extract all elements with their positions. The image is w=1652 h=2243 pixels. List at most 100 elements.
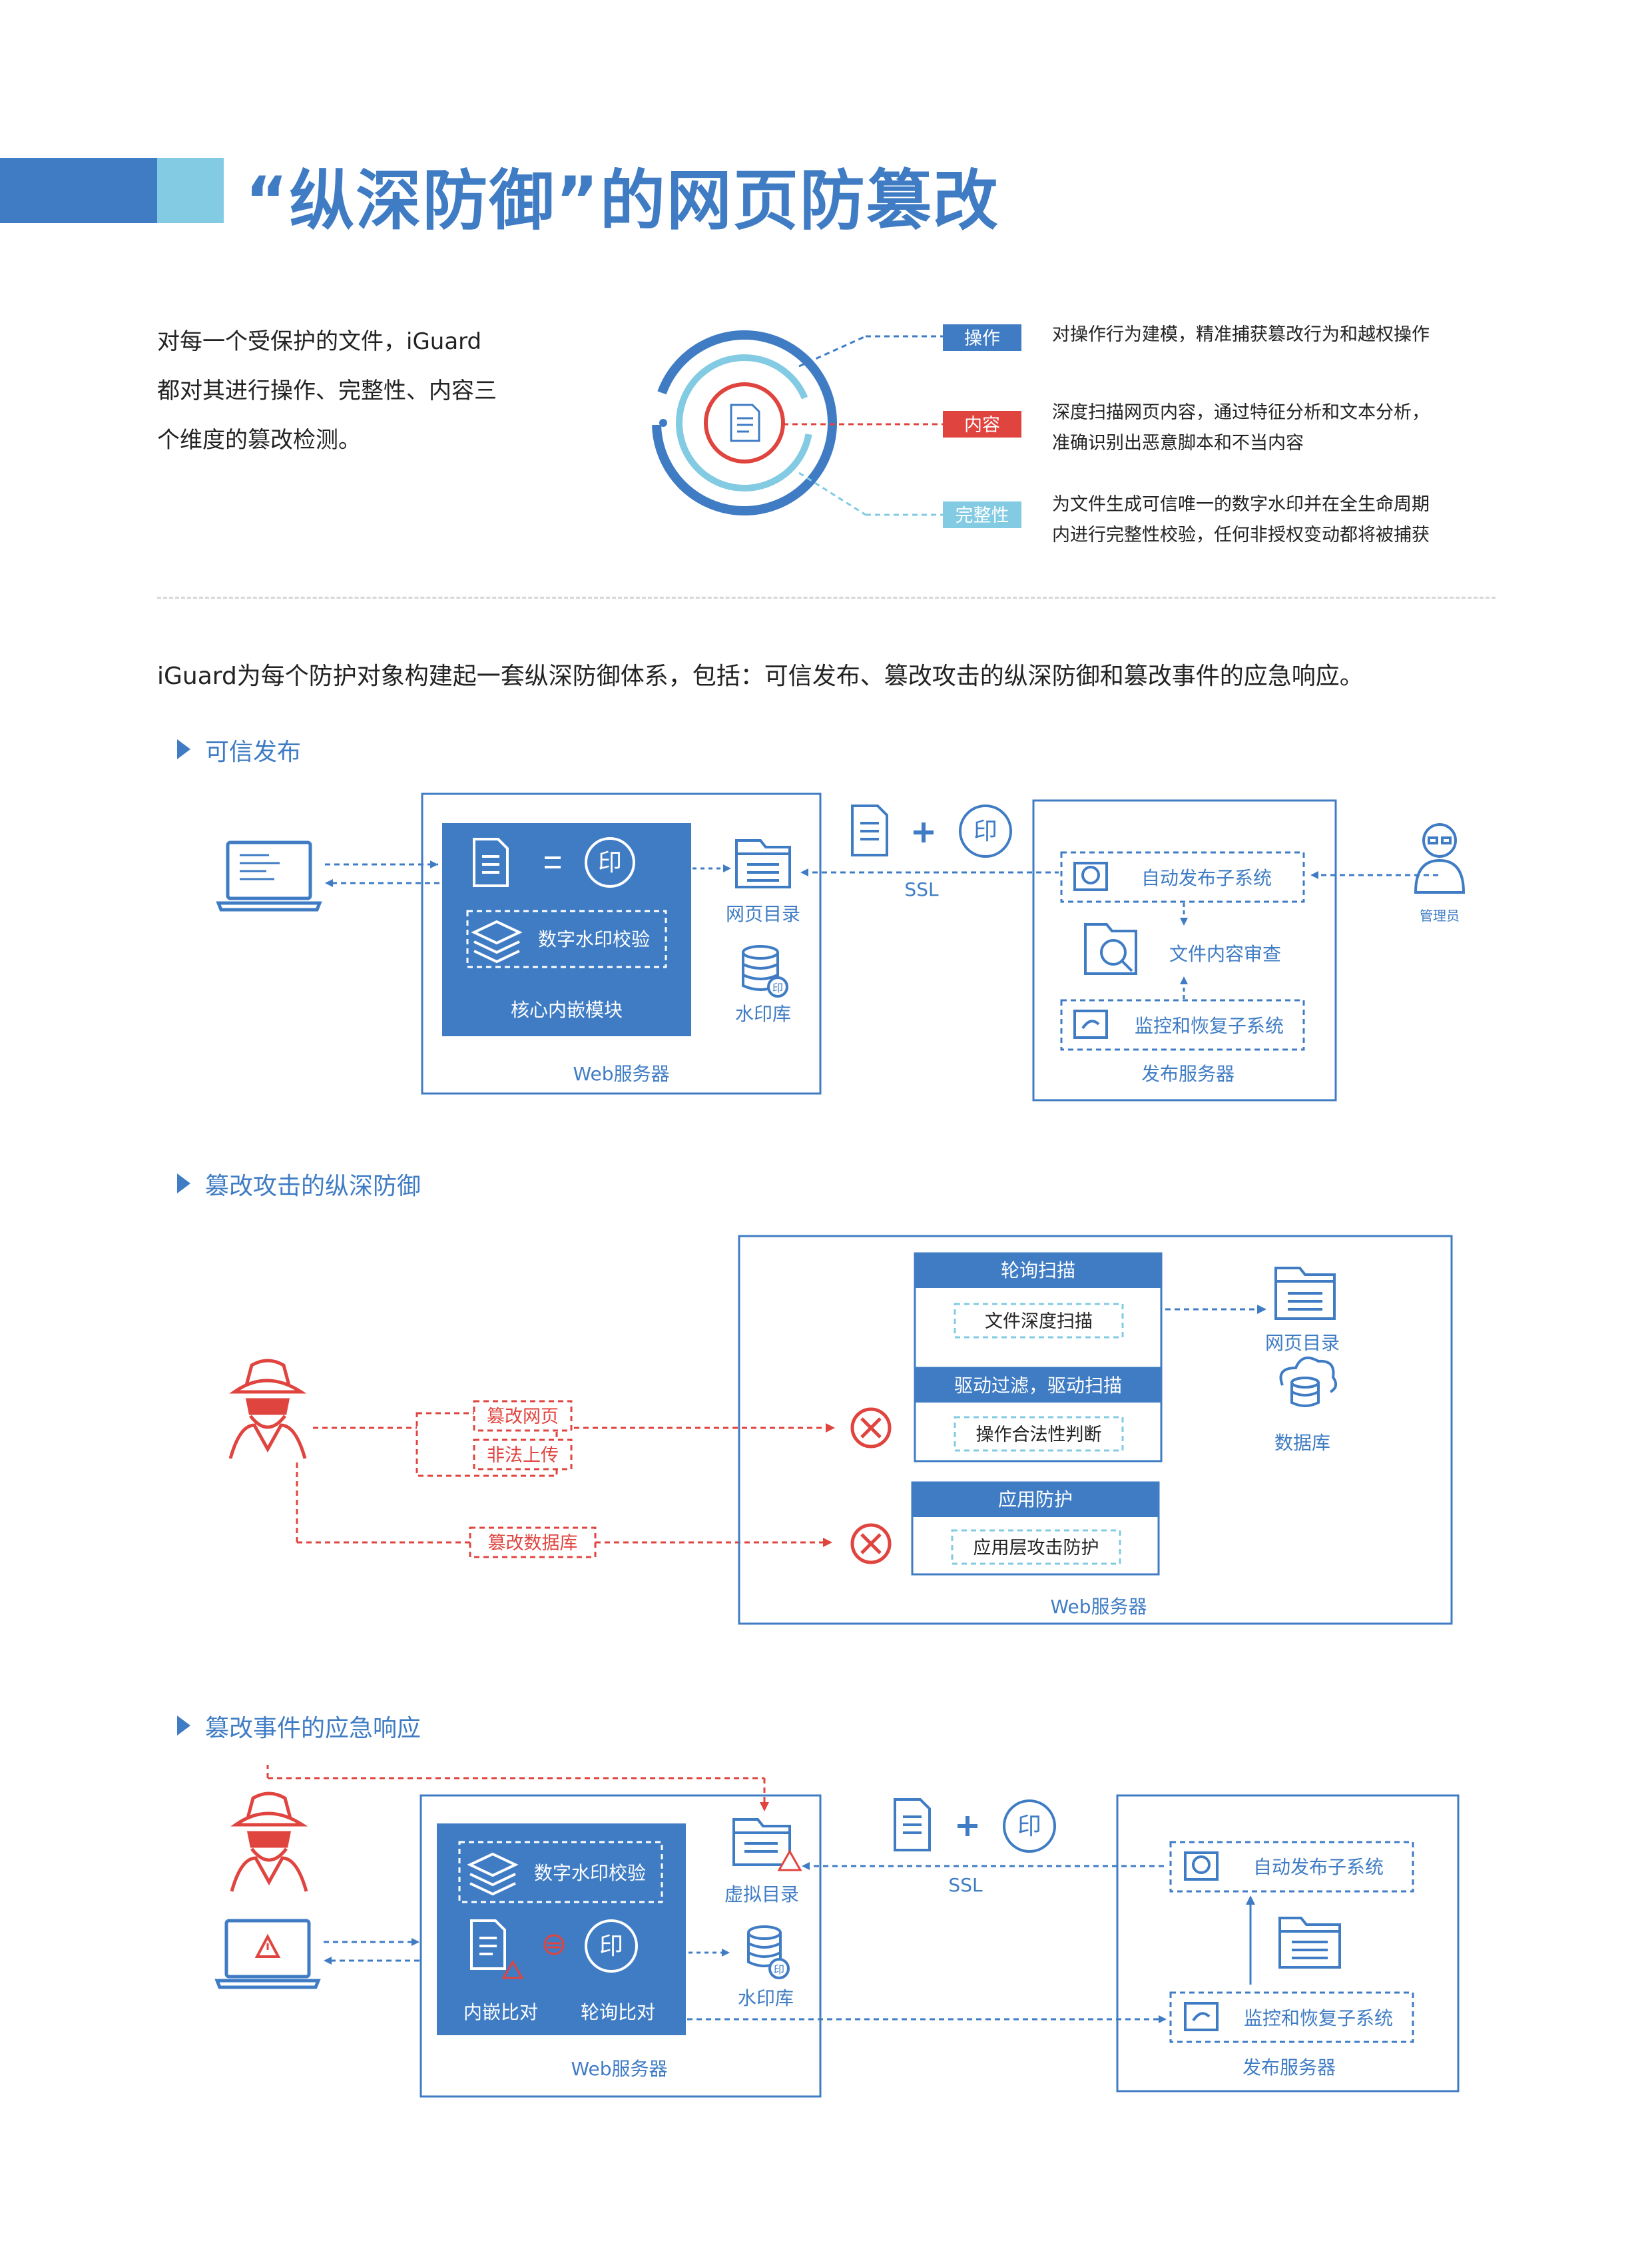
driver-filter-label: 驱动过滤，驱动扫描 bbox=[954, 1375, 1122, 1397]
web-dir-icon bbox=[735, 839, 791, 888]
ssl-stamp-text: 印 bbox=[973, 818, 997, 845]
intro-line-3: 个维度的篡改检测。 bbox=[157, 427, 361, 454]
defense-web-dir-icon bbox=[1274, 1267, 1336, 1320]
alert-laptop-icon bbox=[214, 1919, 321, 1989]
web-server-label-1: Web服务器 bbox=[573, 1063, 669, 1085]
watermark-db-icon bbox=[742, 945, 788, 998]
response-ssl-stamp-icon bbox=[1003, 1799, 1056, 1853]
watermark-db-label-1: 水印库 bbox=[735, 1003, 791, 1025]
integrity-desc-line-1: 为文件生成可信唯一的数字水印并在全生命周期 bbox=[1052, 494, 1430, 515]
intro-line-2: 都对其进行操作、完整性、内容三 bbox=[157, 378, 497, 404]
web-dir-label-1: 网页目录 bbox=[726, 903, 800, 925]
intro-line-1: 对每一个受保护的文件，iGuard bbox=[157, 328, 482, 355]
tag-integrity: 完整性 bbox=[956, 505, 1009, 526]
mismatch-icon bbox=[543, 1934, 565, 1955]
content-review-icon bbox=[1084, 923, 1137, 975]
response-watermark-db-icon bbox=[747, 1925, 790, 1979]
block-icon-2 bbox=[850, 1523, 892, 1564]
response-stamp-text: 印 bbox=[599, 1933, 623, 1960]
auto-publish-label-1: 自动发布子系统 bbox=[1141, 867, 1272, 889]
deep-scan-label: 文件深度扫描 bbox=[985, 1311, 1093, 1332]
polling-scan-label: 轮询扫描 bbox=[1001, 1259, 1075, 1281]
ssl-doc-icon bbox=[851, 804, 888, 856]
layers-icon bbox=[471, 920, 523, 964]
tamper-page-label: 篡改网页 bbox=[487, 1407, 559, 1427]
header-bar-dark bbox=[0, 158, 157, 223]
response-ssl-doc-icon bbox=[894, 1798, 931, 1851]
response-db-stamp: 印 bbox=[774, 1963, 784, 1976]
database-label: 数据库 bbox=[1274, 1432, 1330, 1454]
tag-content: 内容 bbox=[964, 415, 1000, 436]
outer-ring bbox=[652, 330, 837, 515]
monitor-restore-icon bbox=[1073, 1010, 1108, 1039]
response-folder-icon bbox=[1278, 1917, 1341, 1969]
ssl-stamp-icon bbox=[959, 804, 1012, 858]
content-desc: 深度扫描网页内容，通过特征分析和文本分析， 准确识别出恶意脚本和不当内容 bbox=[1052, 398, 1430, 459]
admin-icon bbox=[1414, 823, 1466, 894]
module-watermark-label: 数字水印校验 bbox=[538, 928, 650, 950]
app-layer-label: 应用层攻击防护 bbox=[973, 1538, 1099, 1558]
hacker-icon-1 bbox=[228, 1359, 307, 1459]
section-heading-defense: 篡改攻击的纵深防御 bbox=[205, 1173, 421, 1200]
content-desc-line-1: 深度扫描网页内容，通过特征分析和文本分析， bbox=[1052, 402, 1430, 423]
illegal-upload-label: 非法上传 bbox=[487, 1445, 559, 1466]
section-heading-response: 篡改事件的应急响应 bbox=[205, 1715, 421, 1742]
response-ssl-label: SSL bbox=[948, 1874, 983, 1896]
document-icon bbox=[730, 404, 760, 442]
laptop-icon bbox=[216, 840, 322, 912]
section-marker-3 bbox=[177, 1716, 190, 1736]
virtual-dir-icon bbox=[732, 1818, 791, 1866]
monitor-restore-label-1: 监控和恢复子系统 bbox=[1135, 1015, 1284, 1037]
page-title: “纵深防御”的网页防篡改 bbox=[245, 163, 999, 239]
defense-diagram: 篡改网页 非法上传 篡改数据库 轮询扫描 文件深度扫描 驱动过滤，驱动扫描 操作… bbox=[228, 1235, 1453, 1625]
integrity-desc-line-2: 内进行完整性校验，任何非授权变动都将被捕获 bbox=[1052, 525, 1430, 545]
lead-text: iGuard为每个防护对象构建起一套纵深防御体系，包括：可信发布、篡改攻击的纵深… bbox=[157, 663, 1364, 690]
hacker-icon-2 bbox=[230, 1791, 308, 1892]
response-layers-icon bbox=[467, 1852, 519, 1896]
auto-publish-icon bbox=[1073, 862, 1108, 891]
response-diagram: 数字水印校验 印 内嵌比对 轮询比对 Web服务器 虚拟目录 印 水印库 印 S… bbox=[214, 1765, 1460, 2098]
tamper-db-label: 篡改数据库 bbox=[488, 1533, 578, 1554]
response-doc-icon bbox=[470, 1919, 506, 1970]
content-review-label: 文件内容审查 bbox=[1169, 943, 1281, 965]
response-monitor-icon bbox=[1184, 2002, 1219, 2031]
response-publish-server-label: 发布服务器 bbox=[1242, 2057, 1336, 2079]
app-protect-label: 应用防护 bbox=[998, 1488, 1073, 1510]
module-doc-icon bbox=[473, 838, 509, 887]
database-icon bbox=[1279, 1356, 1338, 1407]
legality-label: 操作合法性判断 bbox=[976, 1425, 1102, 1445]
response-watermark-label: 数字水印校验 bbox=[534, 1862, 646, 1884]
publish-server-label-1: 发布服务器 bbox=[1141, 1063, 1235, 1085]
virtual-dir-label: 虚拟目录 bbox=[724, 1883, 799, 1905]
admin-label: 管理员 bbox=[1420, 908, 1460, 924]
ssl-label-1: SSL bbox=[904, 878, 939, 900]
content-desc-line-2: 准确识别出恶意脚本和不当内容 bbox=[1052, 433, 1304, 454]
watermark-db-stamp: 印 bbox=[772, 982, 783, 994]
trusted-publish-diagram: 印 数字水印校验 核心内嵌模块 Web服务器 网页目录 印 水印库 印 SSL … bbox=[216, 793, 1466, 1102]
response-auto-publish-label: 自动发布子系统 bbox=[1253, 1856, 1384, 1878]
embedded-compare-label: 内嵌比对 bbox=[463, 2001, 538, 2023]
response-ssl-stamp-text: 印 bbox=[1017, 1813, 1041, 1840]
block-icon-1 bbox=[850, 1407, 892, 1448]
core-module-label: 核心内嵌模块 bbox=[511, 999, 623, 1021]
response-stamp-icon bbox=[585, 1919, 638, 1973]
polling-compare-label: 轮询比对 bbox=[581, 2001, 655, 2023]
tag-operation: 操作 bbox=[964, 328, 1000, 349]
section-marker-1 bbox=[177, 739, 190, 759]
module-stamp-text: 印 bbox=[598, 849, 622, 876]
integrity-desc: 为文件生成可信唯一的数字水印并在全生命周期 内进行完整性校验，任何非授权变动都将… bbox=[1052, 489, 1430, 551]
detection-target-diagram: 操作 内容 完整性 bbox=[652, 324, 1021, 528]
response-web-server-label: Web服务器 bbox=[571, 2058, 667, 2080]
response-watermark-db-label: 水印库 bbox=[738, 1987, 794, 2009]
divider bbox=[157, 597, 1496, 599]
response-monitor-label: 监控和恢复子系统 bbox=[1244, 2007, 1393, 2029]
defense-web-dir-label: 网页目录 bbox=[1265, 1332, 1340, 1354]
middle-ring bbox=[676, 354, 813, 491]
intro-text: 对每一个受保护的文件，iGuard 都对其进行操作、完整性、内容三 个维度的篡改… bbox=[157, 317, 557, 465]
header-bar-light bbox=[157, 158, 224, 223]
inner-ring bbox=[704, 382, 785, 464]
module-stamp-icon bbox=[585, 837, 635, 888]
response-auto-publish-icon bbox=[1184, 1851, 1219, 1881]
defense-web-server-label: Web服务器 bbox=[1050, 1596, 1147, 1618]
section-heading-trusted-publish: 可信发布 bbox=[205, 739, 302, 766]
